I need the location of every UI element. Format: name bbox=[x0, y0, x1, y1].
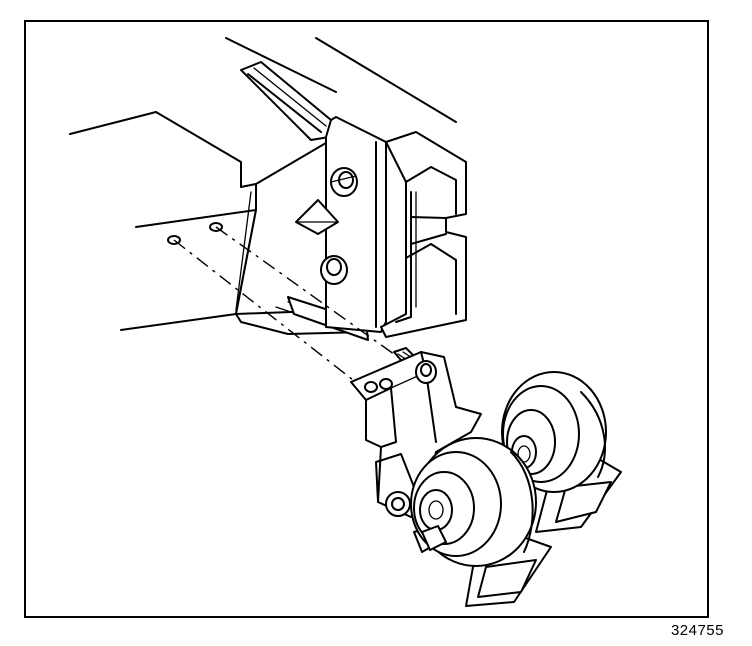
figure-number: 324755 bbox=[670, 622, 724, 639]
alignment-line-upper bbox=[215, 226, 399, 358]
mounting-bracket bbox=[350, 351, 482, 553]
alignment-line-lower bbox=[173, 239, 372, 395]
horn-assembly-left bbox=[410, 437, 552, 607]
frame-rail bbox=[69, 37, 457, 341]
mounting-holes bbox=[167, 222, 223, 245]
horn-mounting-diagram bbox=[69, 37, 622, 607]
illustration-frame bbox=[24, 20, 709, 618]
channel-mount-plate bbox=[295, 116, 467, 338]
